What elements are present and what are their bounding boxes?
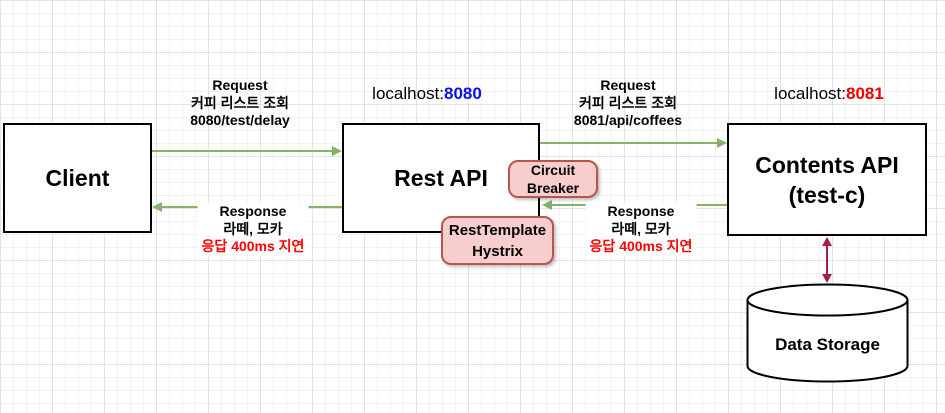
rest-template-label-line2: Hystrix (472, 242, 523, 260)
edge-label-client-response: Response 라떼, 모카 응답 400ms 지연 (197, 203, 309, 256)
rest-template-label-line1: RestTemplate (448, 221, 547, 239)
edge-label-detail: 라떼, 모카 (611, 220, 671, 237)
circuit-breaker-label-line1: Circuit (530, 162, 576, 178)
host-prefix: localhost: (372, 84, 444, 103)
cylinder-shape-icon (746, 283, 909, 383)
data-storage-label: Data Storage (775, 335, 880, 354)
contents-api-node-label-line1: Contents API (755, 151, 899, 178)
edge-label-detail: 커피 리스트 조회 (191, 94, 289, 111)
contents-api-node: Contents API (test-c) (727, 123, 927, 236)
rest-api-node-label: Rest API (394, 164, 488, 191)
arrow-rest-to-contents-line (540, 142, 719, 144)
arrow-contents-to-storage-up-head-icon (822, 237, 832, 246)
arrow-contents-to-rest-head-icon (542, 200, 552, 210)
edge-label-client-request: Request 커피 리스트 조회 8080/test/delay (190, 77, 290, 130)
contents-api-port: 8081 (846, 84, 884, 103)
arrow-rest-to-contents-head-icon (717, 138, 727, 148)
edge-label-api-response: Response 라떼, 모카 응답 400ms 지연 (585, 203, 697, 256)
contents-api-host-label: localhost:8081 (774, 84, 884, 104)
edge-label-detail: 커피 리스트 조회 (579, 94, 677, 111)
circuit-breaker-node: Circuit Breaker (508, 160, 598, 198)
edge-label-title: Request (212, 77, 268, 93)
arrow-client-to-rest-head-icon (332, 146, 342, 156)
arrow-client-to-rest-line (152, 150, 333, 152)
data-storage-node: Data Storage (746, 283, 909, 383)
edge-label-path: 8080/test/delay (190, 112, 290, 128)
edge-label-path: 8081/api/coffees (573, 112, 683, 128)
edge-label-title: Response (219, 203, 287, 219)
arrow-contents-to-storage-down-head-icon (822, 274, 832, 283)
edge-label-title: Response (607, 203, 675, 219)
arrow-contents-to-storage-line (826, 245, 828, 275)
client-node: Client (3, 123, 152, 233)
rest-template-hystrix-node: RestTemplate Hystrix (441, 216, 554, 265)
circuit-breaker-label-line2: Breaker (526, 180, 580, 196)
contents-api-node-label-line2: (test-c) (788, 181, 866, 208)
host-prefix: localhost: (774, 84, 846, 103)
edge-label-delay: 응답 400ms 지연 (201, 238, 305, 254)
arrow-rest-to-client-head-icon (152, 202, 162, 212)
edge-label-title: Request (600, 77, 656, 93)
client-node-label: Client (45, 164, 110, 191)
rest-api-port: 8080 (444, 84, 482, 103)
rest-api-host-label: localhost:8080 (372, 84, 482, 104)
edge-label-delay: 응답 400ms 지연 (589, 238, 693, 254)
edge-label-detail: 라떼, 모카 (223, 220, 283, 237)
edge-label-api-request: Request 커피 리스트 조회 8081/api/coffees (574, 77, 682, 130)
